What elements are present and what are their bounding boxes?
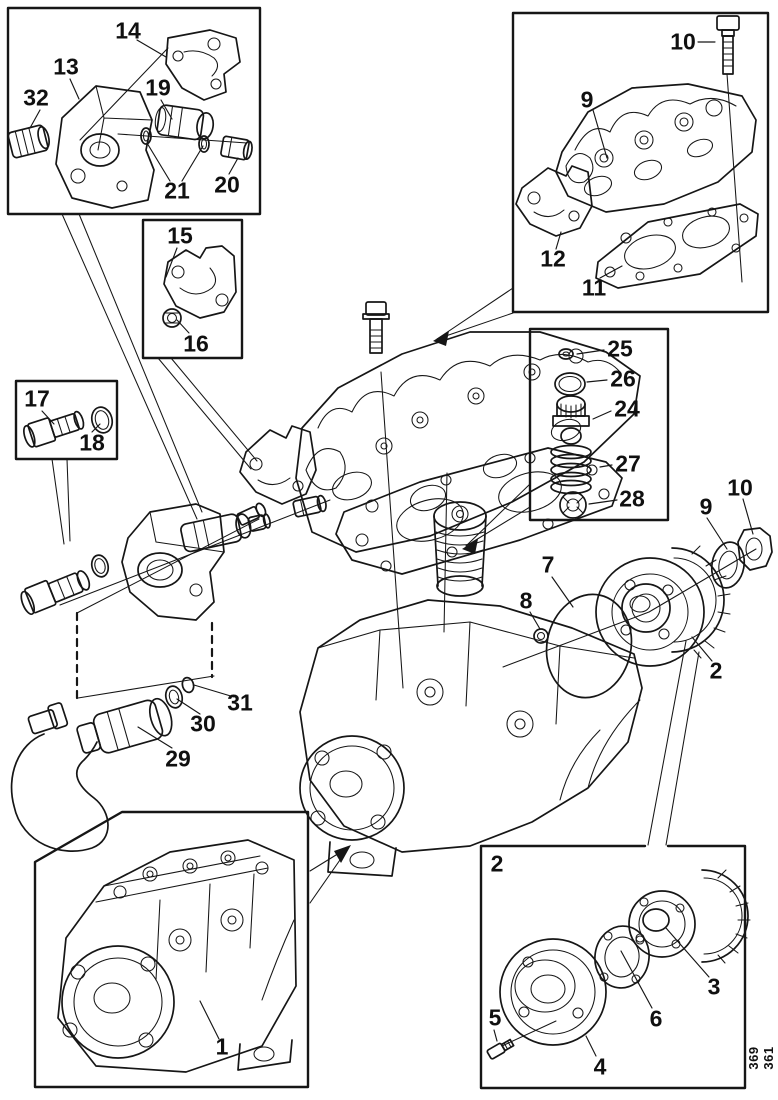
part-plug-32-drawing	[7, 124, 50, 159]
callout-25: 25	[607, 335, 633, 362]
part-pressure-valve-left-drawing	[20, 570, 91, 616]
callout-2-box: 2	[490, 850, 504, 877]
callout-2-right: 2	[709, 657, 723, 684]
detail-box-pump-assembly	[33, 810, 310, 1089]
callout-10-top: 10	[670, 28, 696, 55]
callout-17: 17	[24, 385, 50, 412]
detail-box-valve-assembly	[6, 6, 262, 216]
callout-24: 24	[614, 395, 640, 422]
callout-15: 15	[167, 222, 193, 249]
callout-10-right: 10	[727, 474, 753, 501]
part-bracket-15-drawing	[163, 245, 237, 319]
callout-31: 31	[227, 689, 253, 716]
callout-1: 1	[215, 1033, 229, 1060]
callout-11: 11	[581, 274, 607, 301]
part-bracket-12-drawing	[515, 165, 593, 237]
part-oring-7-drawing	[545, 593, 633, 699]
part-delivery-valve-holder-drawing	[433, 501, 487, 597]
callout-14: 14	[115, 17, 141, 44]
callout-3: 3	[707, 973, 721, 1000]
callout-18: 18	[79, 429, 105, 456]
part-fitting-left-drawing	[292, 494, 327, 518]
callout-5: 5	[488, 1004, 502, 1031]
callout-26: 26	[610, 365, 636, 392]
part-oring-26-drawing	[554, 372, 586, 396]
part-washer-9-drawing	[710, 541, 746, 589]
part-plug-20-drawing	[220, 135, 253, 161]
part-pump-housing-drawing	[299, 599, 643, 877]
callout-9-top: 9	[580, 86, 594, 113]
detail-box-delivery-valve	[528, 327, 670, 522]
part-center-bracket-drawing	[239, 425, 317, 505]
callout-12: 12	[540, 245, 566, 272]
callout-32: 32	[23, 84, 49, 111]
part-solenoid-valve-left-drawing	[180, 513, 271, 553]
callout-19: 19	[145, 74, 171, 101]
detail-box-cylinder-head	[511, 11, 770, 314]
callout-29: 29	[165, 745, 191, 772]
callout-16: 16	[183, 330, 209, 357]
part-washer-28-drawing	[559, 491, 587, 519]
callout-13: 13	[53, 53, 79, 80]
drawing-number: 369 361	[746, 1046, 776, 1070]
part-center-bolt-drawing	[362, 301, 390, 354]
part-oring-left-drawing	[90, 554, 110, 578]
part-pump-assembly-1-drawing	[57, 839, 297, 1073]
part-nut-16-drawing	[162, 308, 182, 328]
part-orings-21-drawing	[140, 127, 210, 153]
part-oring-18-drawing	[90, 406, 114, 434]
part-center-cylinder-head-drawing	[295, 331, 641, 553]
part-nut-10-drawing	[737, 527, 773, 571]
callout-9-right: 9	[699, 493, 713, 520]
part-housing-13-drawing	[55, 85, 155, 209]
part-cylinder-head-9-drawing	[555, 83, 757, 213]
part-ring-31-drawing	[181, 676, 195, 694]
detail-frames	[6, 6, 770, 1090]
part-center-gasket-drawing	[335, 447, 623, 575]
callout-28: 28	[619, 485, 645, 512]
part-solenoid-29-drawing	[10, 697, 173, 852]
part-gear-hub-2-drawing	[595, 545, 731, 667]
part-bolt-10-drawing	[716, 15, 740, 75]
part-governor-housing-drawing	[121, 503, 225, 621]
part-gasket-11-drawing	[595, 203, 759, 289]
callout-7: 7	[541, 551, 555, 578]
part-oring-30-drawing	[164, 685, 184, 709]
callout-21: 21	[164, 177, 190, 204]
part-ring-8-drawing	[533, 628, 549, 644]
part-bolt-5-drawing	[486, 1038, 515, 1060]
part-spring-27-drawing	[550, 444, 592, 495]
part-plate-6-drawing	[594, 925, 650, 989]
part-valve-17-drawing	[23, 410, 85, 448]
callout-30: 30	[190, 710, 216, 737]
part-drum-4-drawing	[499, 938, 607, 1046]
detail-box-bracket-15	[141, 218, 244, 360]
part-valve-24-drawing	[552, 395, 590, 445]
detail-box-coupling	[479, 844, 747, 1090]
part-gear-3-drawing	[628, 869, 751, 964]
callout-6: 6	[649, 1005, 663, 1032]
callout-20: 20	[214, 171, 240, 198]
part-bracket-14-drawing	[165, 29, 241, 101]
callout-4: 4	[593, 1053, 607, 1080]
callout-8: 8	[519, 587, 533, 614]
callout-27: 27	[615, 450, 641, 477]
